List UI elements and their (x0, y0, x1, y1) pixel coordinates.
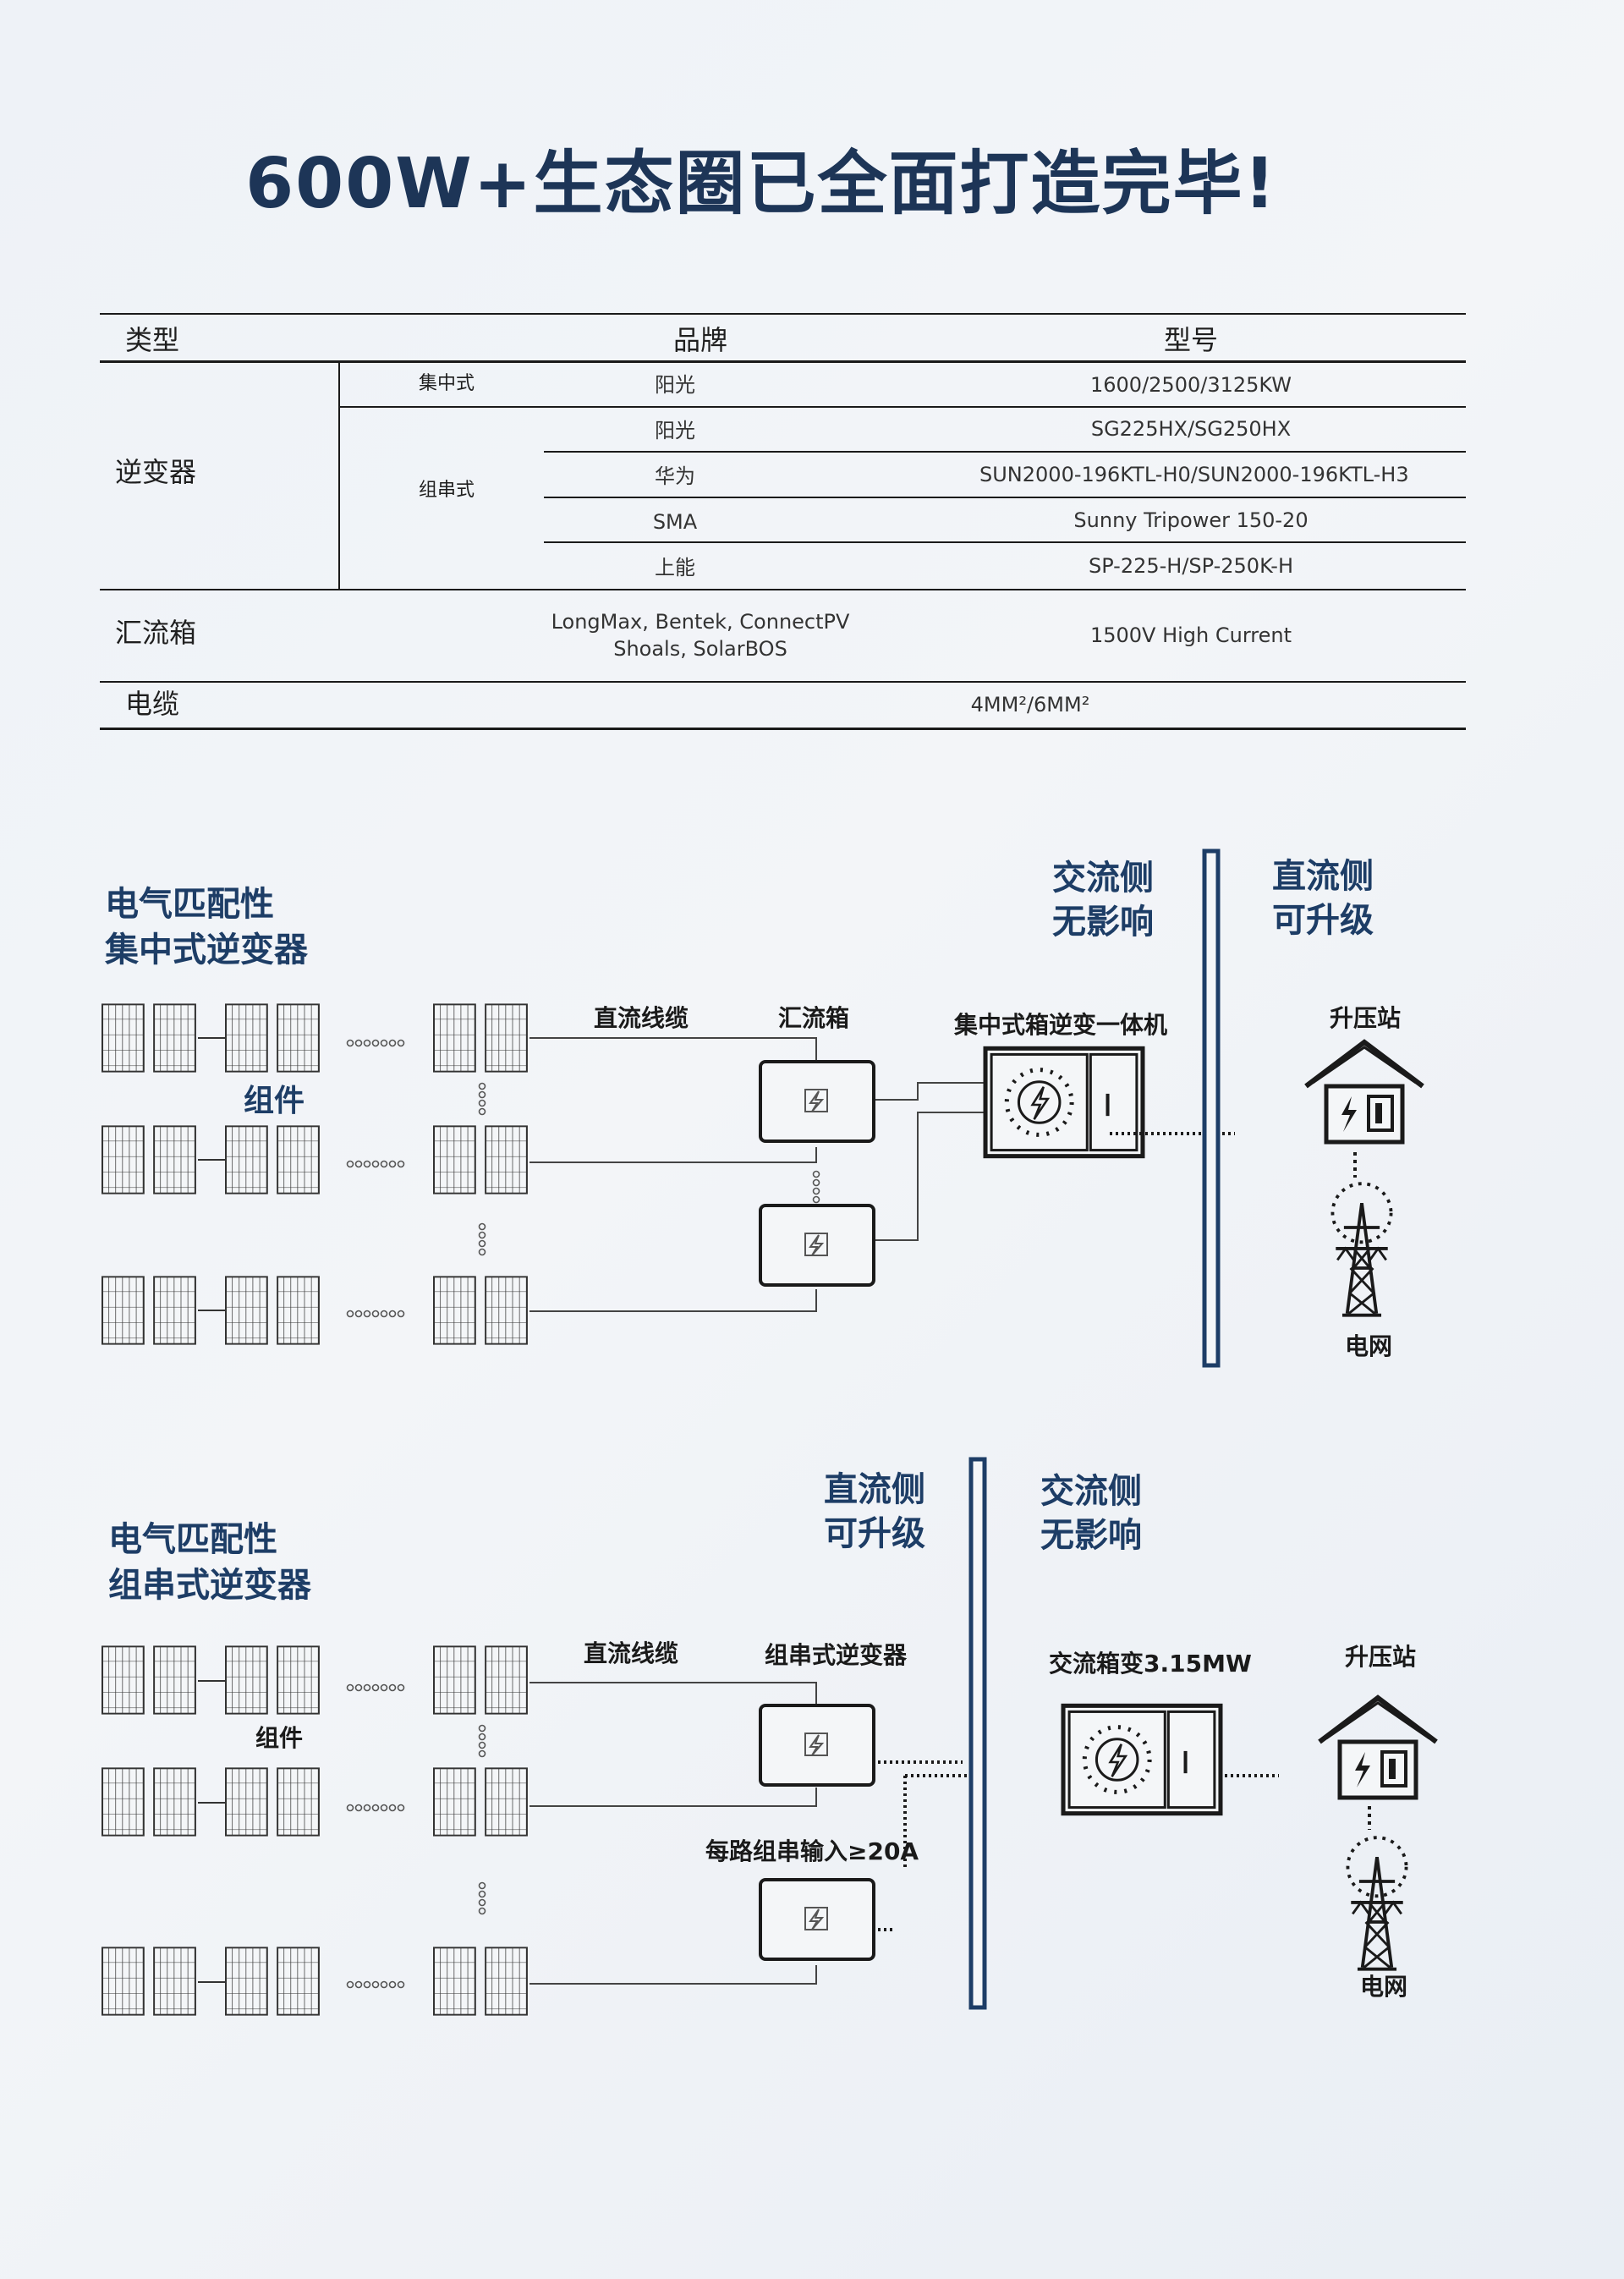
brand-cell: 阳光 (655, 419, 695, 442)
table-rule-bottom (100, 728, 1466, 730)
dc-side-label: 可升级 (824, 1514, 925, 1553)
dc-cable-label: 直流线缆 (584, 1639, 679, 1667)
table-rule-top (100, 313, 1466, 315)
power-tower-icon (1346, 1836, 1408, 1971)
inverter-label: 集中式箱逆变一体机 (954, 1011, 1168, 1039)
diagram-string-graphic (0, 1457, 1624, 2026)
diagram-central-inverter: 电气匹配性 集中式逆变器 交流侧 无影响 直流侧 可升级 组件 直流线缆 汇流箱… (0, 837, 1624, 1379)
table-rule (338, 406, 1466, 408)
model-cell: SP-225-H/SP-250K-H (1088, 554, 1293, 578)
type-combiner: 汇流箱 (115, 617, 197, 649)
table-rule-header (100, 360, 1466, 363)
section-title: 电气匹配性 (105, 885, 274, 924)
model-cell: SUN2000-196KTL-H0/SUN2000-196KTL-H3 (979, 463, 1409, 486)
solar-module-group (102, 1004, 527, 1343)
input-note: 每路组串输入≥20A (705, 1837, 919, 1865)
table-rule (544, 451, 1466, 453)
type-inverter: 逆变器 (115, 456, 197, 488)
table-divider (338, 362, 340, 589)
diagram-string-inverter: 电气匹配性 组串式逆变器 直流侧 可升级 交流侧 无影响 组件 直流线缆 组串式… (0, 1451, 1624, 2026)
model-cell: SG225HX/SG250HX (1090, 417, 1292, 441)
continuation-dots (346, 1683, 486, 1989)
spec-table: 类型 品牌 型号 逆变器 集中式 阳光 1600/2500/3125KW 组串式… (100, 313, 1466, 736)
header-model: 型号 (1163, 324, 1218, 356)
model-cell: 1500V High Current (1089, 623, 1292, 647)
substation-icon (1306, 1042, 1423, 1142)
dc-ac-boundary (968, 1457, 987, 2010)
string-inverter-box (759, 1704, 875, 1787)
ac-side-label: 无影响 (1052, 903, 1154, 942)
model-cell: 1600/2500/3125KW (1089, 373, 1292, 397)
header-type: 类型 (125, 324, 180, 356)
solar-module-group (102, 1646, 527, 2014)
transformer-label: 交流箱变3.15MW (1049, 1650, 1252, 1678)
ac-side-label: 无影响 (1040, 1516, 1142, 1555)
module-links (198, 1037, 225, 1311)
string-inverter-box (759, 1878, 875, 1961)
dc-cable-label: 直流线缆 (594, 1004, 689, 1032)
substation-label: 升压站 (1345, 1643, 1417, 1671)
brand-cell: LongMax, Bentek, ConnectPV (551, 610, 850, 634)
string-inverter-label: 组串式逆变器 (765, 1641, 908, 1669)
type-cable: 电缆 (125, 688, 180, 720)
dc-cables (529, 1682, 817, 1985)
central-inverter-cabinet (985, 1048, 1143, 1156)
dc-side-label: 可升级 (1272, 901, 1374, 940)
combiner-box (759, 1060, 875, 1143)
combiner-box (759, 1204, 875, 1287)
ac-dc-boundary (1202, 848, 1221, 1368)
section-title: 组串式逆变器 (108, 1566, 311, 1605)
dc-side-label: 直流侧 (824, 1470, 925, 1509)
table-rule (100, 589, 1466, 590)
table-rule (544, 497, 1466, 498)
modules-label: 组件 (255, 1724, 304, 1752)
brand-cell: 华为 (655, 464, 695, 488)
modules-label: 组件 (244, 1084, 305, 1118)
model-cell: Sunny Tripower 150-20 (1073, 508, 1309, 532)
continuation-dots (346, 1039, 820, 1318)
page-title: 600W+生态圈已全面打造完毕! (245, 144, 1277, 224)
grid-label: 电网 (1360, 1973, 1408, 2001)
ac-side-label: 交流侧 (1052, 859, 1154, 898)
dc-side-label: 直流侧 (1272, 857, 1374, 896)
brand-cell: 上能 (655, 556, 695, 579)
subtype-string: 组串式 (418, 480, 475, 501)
dc-cables (529, 1037, 986, 1312)
table-rule (544, 541, 1466, 543)
substation-label: 升压站 (1330, 1004, 1402, 1032)
section-title: 集中式逆变器 (105, 931, 308, 969)
model-cell: 4MM²/6MM² (970, 693, 1090, 717)
power-tower-icon (1330, 1182, 1393, 1317)
table-rule (100, 681, 1466, 683)
header-brand: 品牌 (672, 324, 727, 356)
brand-cell: 阳光 (655, 373, 695, 397)
module-links (198, 1680, 225, 1983)
grid-label: 电网 (1345, 1332, 1393, 1360)
brand-cell: SMA (652, 510, 698, 534)
subtype-central: 集中式 (418, 373, 475, 394)
brand-cell: Shoals, SolarBOS (613, 637, 787, 661)
ac-transformer-cabinet (1063, 1705, 1221, 1813)
diagram-central-graphic (0, 848, 1624, 1368)
substation-icon (1320, 1698, 1436, 1798)
combiner-label: 汇流箱 (778, 1004, 850, 1032)
section-title: 电气匹配性 (108, 1520, 277, 1559)
ac-side-label: 交流侧 (1040, 1472, 1142, 1511)
